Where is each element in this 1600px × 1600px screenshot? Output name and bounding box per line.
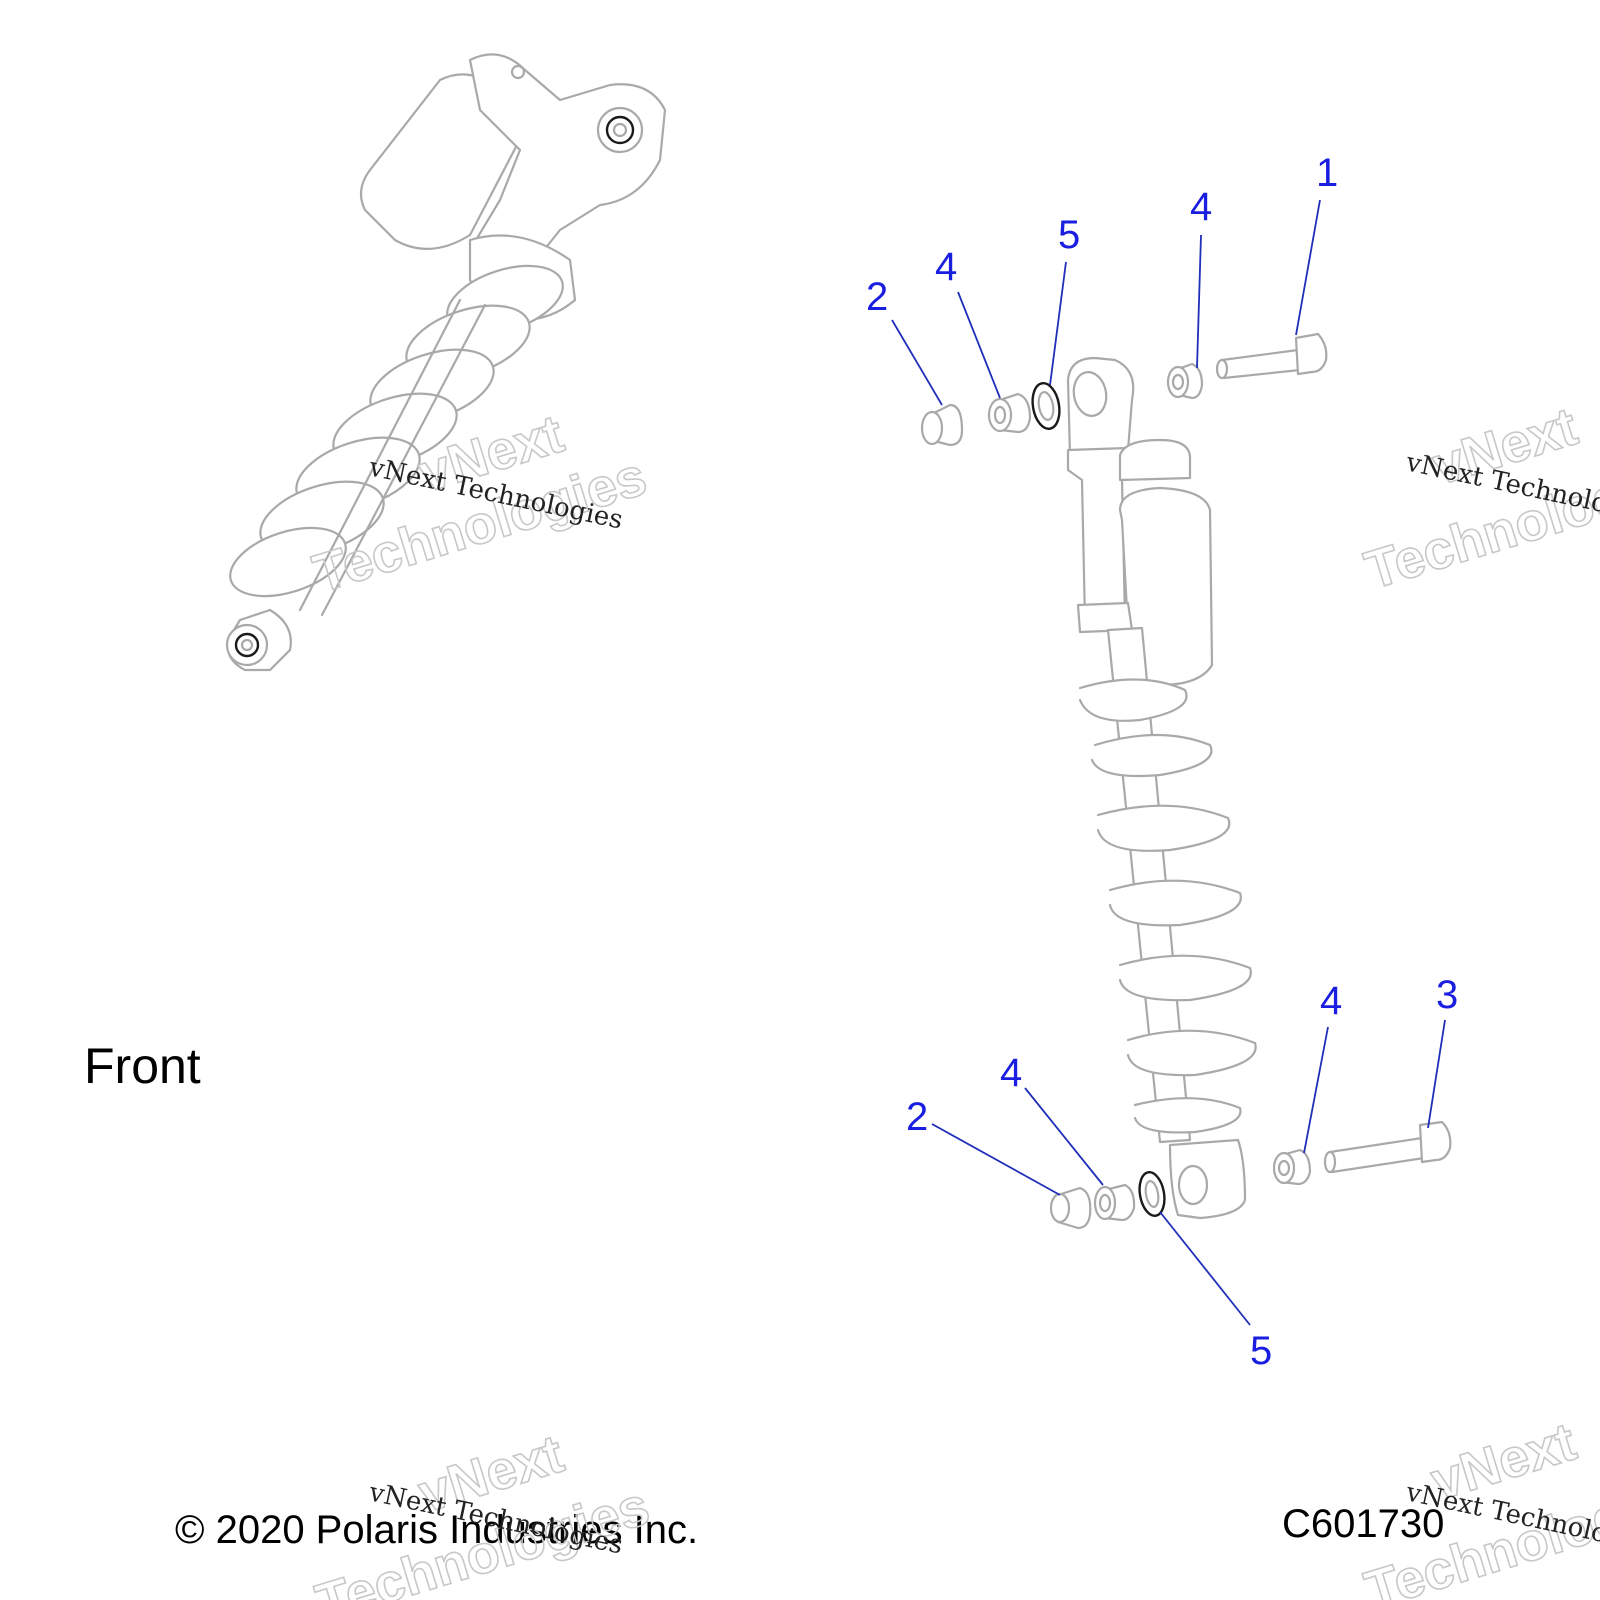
top-hardware	[920, 332, 1328, 447]
reference-spring-coils	[229, 264, 564, 598]
leader-cap-bottom	[931, 1123, 1061, 1196]
figure-code: C601730	[1282, 1502, 1444, 1546]
bushing-bottom-left	[1093, 1183, 1136, 1222]
callout-cap-top: 2	[866, 275, 888, 319]
callout-bushing-bottom-right: 4	[1320, 979, 1342, 1023]
callout-seal-top: 5	[1058, 213, 1080, 257]
front-label: Front	[84, 1038, 201, 1094]
bottom-hardware	[1049, 1120, 1452, 1230]
callout-bolt-top: 1	[1316, 151, 1338, 195]
leader-cap-top	[891, 319, 943, 406]
bolt-top	[1215, 332, 1328, 380]
leader-bolt-top	[1295, 199, 1321, 336]
leader-bushing-bottom-left	[1024, 1087, 1104, 1186]
leader-seal-top	[1049, 261, 1067, 386]
leader-bushing-bottom-right	[1303, 1026, 1329, 1154]
callout-bolt-bottom: 3	[1436, 973, 1458, 1017]
callout-bushing-top-left: 4	[935, 245, 957, 289]
bushing-top-left	[987, 392, 1032, 434]
leader-lines	[891, 199, 1446, 1326]
bolt-bottom	[1323, 1120, 1452, 1174]
leader-seal-bottom	[1159, 1211, 1251, 1326]
main-shock-assembly	[1066, 356, 1257, 1220]
main-spring-coils	[1078, 678, 1257, 1134]
seal-bottom	[1138, 1171, 1166, 1217]
bushing-top-right	[1166, 362, 1204, 400]
leader-bushing-top-right	[1196, 234, 1202, 369]
callout-labels: 1 4 5 4 2 4 3 4 2 5	[866, 151, 1458, 1373]
callout-bushing-bottom-left: 4	[1000, 1051, 1022, 1095]
callout-bushing-top-right: 4	[1190, 185, 1212, 229]
copyright-text: © 2020 Polaris Industries Inc.	[175, 1508, 698, 1552]
cap-top	[920, 403, 964, 447]
seal-top	[1031, 382, 1061, 430]
bushing-bottom-right	[1272, 1148, 1312, 1186]
leader-bushing-top-left	[957, 291, 1001, 399]
cap-bottom	[1049, 1186, 1092, 1230]
leader-bolt-bottom	[1427, 1019, 1446, 1129]
callout-cap-bottom: 2	[906, 1095, 928, 1139]
reference-shock-assembly	[225, 53, 667, 672]
callout-seal-bottom: 5	[1250, 1329, 1272, 1373]
